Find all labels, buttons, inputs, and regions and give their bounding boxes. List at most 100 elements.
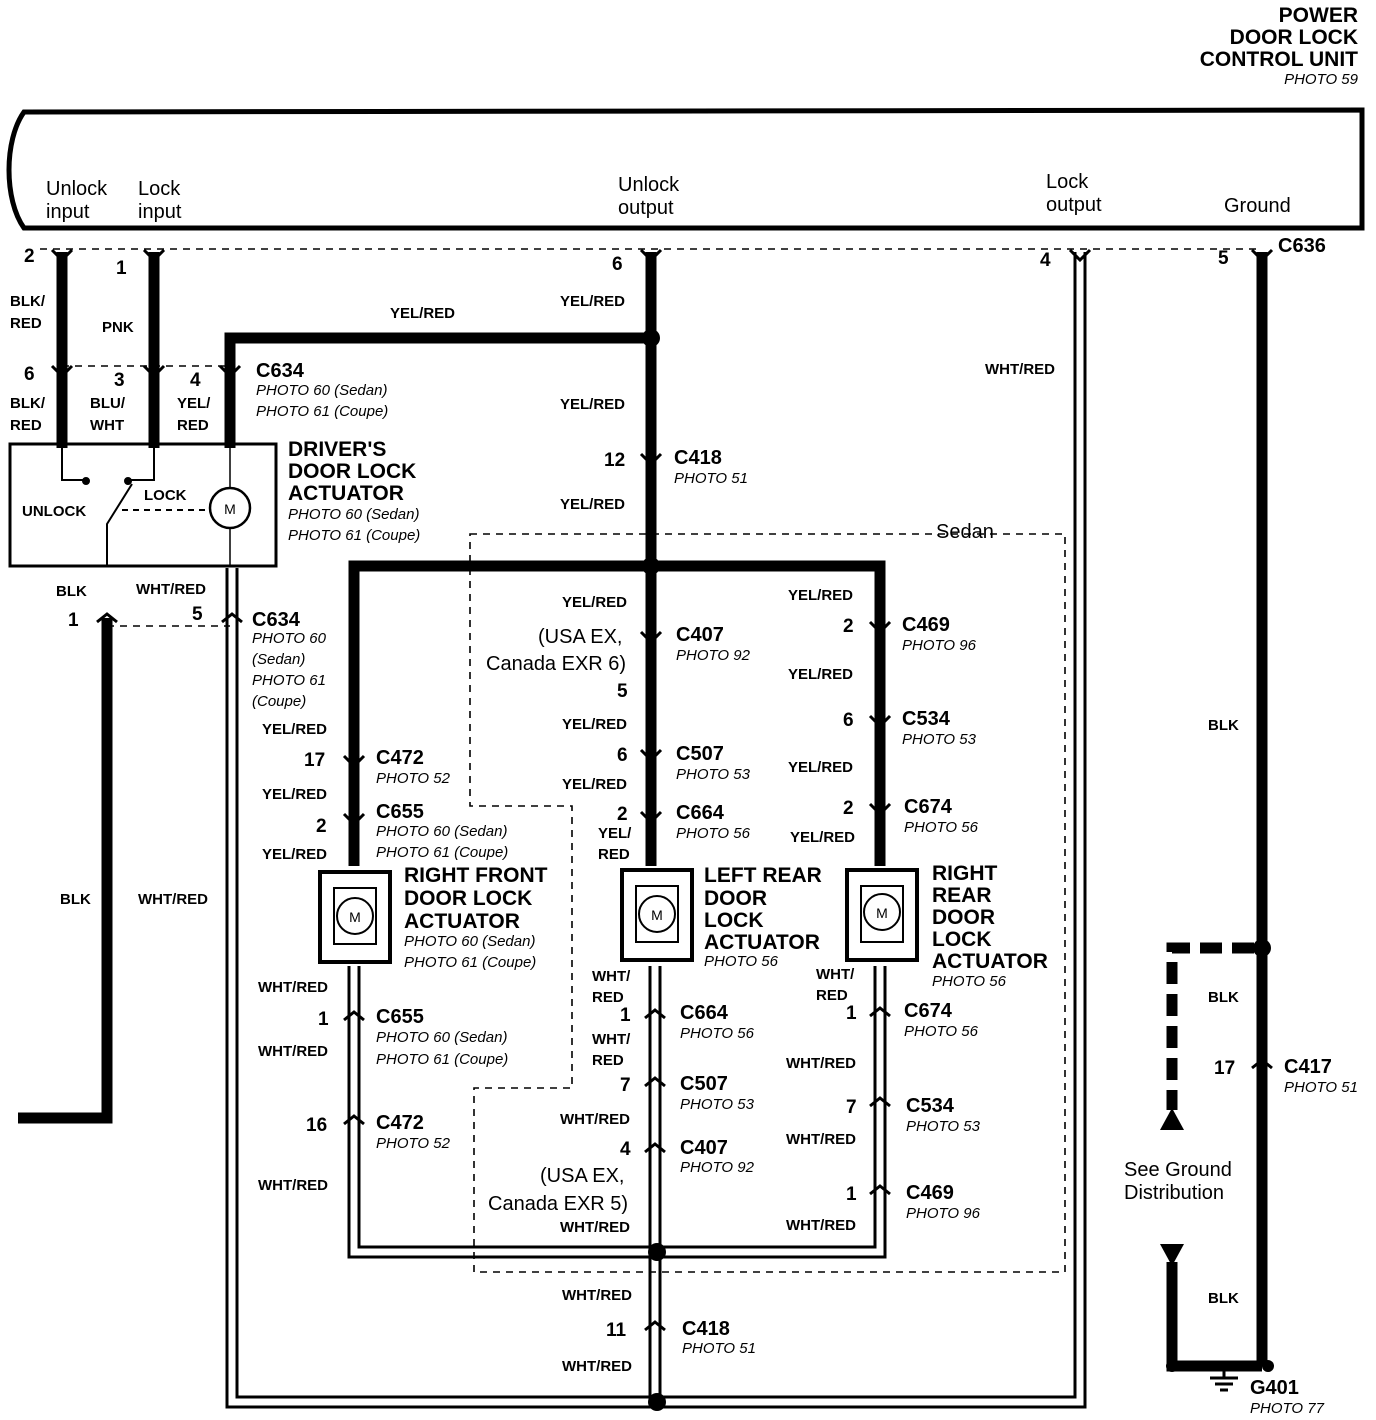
terminal-ground: Ground: [1224, 195, 1291, 217]
svg-text:16: 16: [306, 1115, 327, 1136]
svg-text:(Sedan): (Sedan): [252, 651, 305, 668]
svg-text:WHT/RED: WHT/RED: [786, 1055, 856, 1072]
svg-text:BLK/: BLK/: [10, 395, 46, 412]
connector-labels: C634 PHOTO 60 (Sedan) PHOTO 61 (Coupe) C…: [252, 360, 1358, 1357]
svg-text:BLK/: BLK/: [10, 293, 46, 310]
svg-text:C534: C534: [906, 1095, 955, 1117]
svg-text:5: 5: [617, 681, 628, 702]
terminal-unlock-output-2: output: [618, 197, 674, 219]
svg-text:PHOTO 60 (Sedan): PHOTO 60 (Sedan): [376, 1029, 507, 1046]
svg-text:C418: C418: [682, 1318, 730, 1340]
rr-actuator-title-5: ACTUATOR: [932, 950, 1048, 973]
svg-text:WHT/RED: WHT/RED: [258, 979, 328, 996]
svg-text:C407: C407: [680, 1137, 728, 1159]
svg-text:WHT/RED: WHT/RED: [136, 581, 206, 598]
terminal-unlock-input: Unlock: [46, 178, 108, 200]
svg-text:(Coupe): (Coupe): [252, 693, 306, 710]
wire-color-labels: BLK/ RED PNK BLK/ RED BLU/ WHT YEL/ RED …: [10, 293, 1239, 1375]
connector-pins: [50, 248, 1274, 1332]
driver-actuator-title-1: DRIVER'S: [288, 438, 386, 461]
driver-actuator-title-2: DOOR LOCK: [288, 460, 416, 483]
lr-actuator-title-1: LEFT REAR: [704, 864, 822, 887]
svg-text:WHT/RED: WHT/RED: [562, 1358, 632, 1375]
svg-text:C655: C655: [376, 1006, 424, 1028]
switch-unlock-label: UNLOCK: [22, 503, 86, 520]
svg-text:BLK: BLK: [1208, 1290, 1239, 1307]
svg-text:WHT/RED: WHT/RED: [786, 1131, 856, 1148]
svg-text:PHOTO 51: PHOTO 51: [674, 470, 748, 487]
lr-actuator-title-2: DOOR: [704, 887, 767, 910]
svg-text:WHT/RED: WHT/RED: [560, 1111, 630, 1128]
svg-text:WHT/RED: WHT/RED: [258, 1177, 328, 1194]
svg-text:YEL/RED: YEL/RED: [562, 776, 627, 793]
svg-text:C674: C674: [904, 796, 953, 818]
svg-text:WHT: WHT: [90, 417, 124, 434]
svg-text:C472: C472: [376, 1112, 424, 1134]
svg-text:WHT/RED: WHT/RED: [985, 361, 1055, 378]
lr-photo: PHOTO 56: [704, 953, 779, 970]
connector-c636: C636: [1278, 235, 1326, 257]
terminal-lock-input-2: input: [138, 201, 182, 223]
svg-text:YEL/RED: YEL/RED: [262, 721, 327, 738]
svg-text:7: 7: [620, 1075, 631, 1096]
terminal-unlock-input-2: input: [46, 201, 90, 223]
svg-text:YEL/: YEL/: [177, 395, 211, 412]
pin-numbers: 2 1 6 4 5 6 3 4 12 1 5 5 6 2 2 6 2 17 2 …: [24, 246, 1235, 1341]
unit-photo: PHOTO 59: [1284, 71, 1359, 88]
svg-text:YEL/RED: YEL/RED: [788, 666, 853, 683]
svg-text:C417: C417: [1284, 1056, 1332, 1078]
driver-actuator-title-3: ACTUATOR: [288, 482, 404, 505]
svg-text:RED: RED: [10, 315, 42, 332]
svg-text:C507: C507: [676, 743, 724, 765]
usa-note-1: (USA EX,: [538, 626, 622, 648]
lock-switch: [61, 448, 206, 566]
right-rear-actuator: M: [845, 868, 919, 962]
sedan-label: Sedan: [936, 521, 994, 543]
ground-photo: PHOTO 77: [1250, 1400, 1325, 1417]
svg-text:WHT/RED: WHT/RED: [562, 1287, 632, 1304]
svg-text:RED: RED: [592, 989, 624, 1006]
svg-text:BLU/: BLU/: [90, 395, 126, 412]
lr-actuator-title-4: ACTUATOR: [704, 931, 820, 954]
svg-text:YEL/: YEL/: [598, 825, 632, 842]
svg-text:C634: C634: [256, 360, 305, 382]
svg-text:BLK: BLK: [56, 583, 87, 600]
ground-arrow-up-icon: [1160, 1108, 1184, 1130]
svg-text:17: 17: [304, 750, 325, 771]
svg-text:2: 2: [24, 246, 35, 267]
ground-name: G401: [1250, 1377, 1299, 1399]
rr-actuator-title-1: RIGHT: [932, 862, 998, 885]
svg-text:PHOTO 56: PHOTO 56: [676, 825, 751, 842]
svg-text:C472: C472: [376, 747, 424, 769]
rr-motor-m: M: [876, 905, 888, 921]
svg-text:11: 11: [606, 1320, 627, 1341]
lr-motor-m: M: [651, 907, 663, 923]
svg-text:PNK: PNK: [102, 319, 134, 336]
svg-text:C634: C634: [252, 609, 301, 631]
svg-text:6: 6: [843, 710, 854, 731]
svg-text:C507: C507: [680, 1073, 728, 1095]
usa-note-4: Canada EXR 5): [488, 1193, 628, 1215]
ground-symbol-icon: [1210, 1366, 1238, 1392]
svg-text:PHOTO 56: PHOTO 56: [904, 1023, 979, 1040]
rr-photo: PHOTO 56: [932, 973, 1007, 990]
svg-text:PHOTO 96: PHOTO 96: [906, 1205, 981, 1222]
ground-arrow-down-icon: [1160, 1244, 1184, 1266]
splices: [642, 329, 1274, 1411]
svg-text:PHOTO 60 (Sedan): PHOTO 60 (Sedan): [376, 823, 507, 840]
svg-text:PHOTO 96: PHOTO 96: [902, 637, 977, 654]
left-rear-actuator: M: [620, 868, 694, 962]
svg-text:WHT/: WHT/: [592, 968, 631, 985]
sedan-box: [469, 533, 1066, 1273]
rf-actuator-title-1: RIGHT FRONT: [404, 864, 548, 887]
usa-note-3: (USA EX,: [540, 1165, 624, 1187]
svg-text:6: 6: [617, 745, 628, 766]
svg-text:1: 1: [318, 1009, 329, 1030]
svg-text:12: 12: [604, 450, 625, 471]
svg-text:PHOTO 61 (Coupe): PHOTO 61 (Coupe): [376, 844, 508, 861]
svg-text:YEL/RED: YEL/RED: [262, 786, 327, 803]
rf-actuator-title-3: ACTUATOR: [404, 910, 520, 933]
svg-text:PHOTO 61: PHOTO 61: [252, 672, 326, 689]
svg-text:4: 4: [190, 370, 201, 391]
driver-actuator-box: [8, 442, 278, 568]
